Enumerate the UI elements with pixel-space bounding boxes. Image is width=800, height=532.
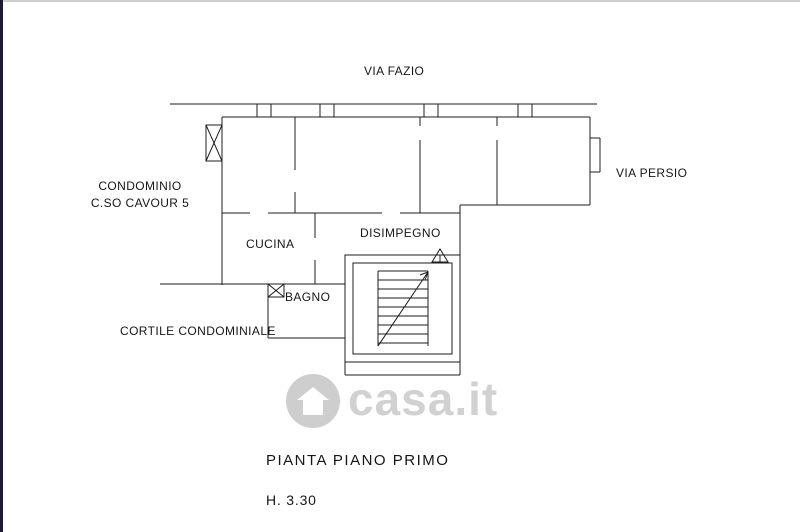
interior-walls-upper: [294, 117, 498, 213]
room-label-bagno: BAGNO: [285, 290, 331, 304]
house-icon: [297, 387, 329, 415]
room-label-disimpegno: DISIMPEGNO: [360, 226, 441, 240]
courtyard-label: CORTILE CONDOMINIALE: [120, 324, 276, 338]
staircase: [344, 254, 461, 376]
left-border-bar: [0, 0, 3, 532]
condominio-label: CONDOMINIO C.SO CAVOUR 5: [60, 178, 220, 212]
street-label-via-fazio: VIA FAZIO: [364, 64, 425, 78]
plan-title: PIANTA PIANO PRIMO: [266, 452, 450, 469]
facade-windows: [256, 103, 533, 118]
ceiling-height-label: H. 3.30: [266, 492, 317, 508]
watermark-text: casa.it: [348, 373, 499, 425]
stair-arrow-icon: [431, 248, 449, 263]
right-window: [590, 137, 601, 173]
watermark-logo: [286, 374, 340, 428]
condominio-label-line1: CONDOMINIO: [98, 179, 182, 193]
condominio-label-line2: C.SO CAVOUR 5: [90, 196, 190, 210]
street-label-via-persio: VIA PERSIO: [616, 166, 688, 180]
room-label-cucina: CUCINA: [246, 237, 295, 251]
left-hatched-window: [205, 124, 223, 162]
top-border-line: [0, 0, 800, 2]
